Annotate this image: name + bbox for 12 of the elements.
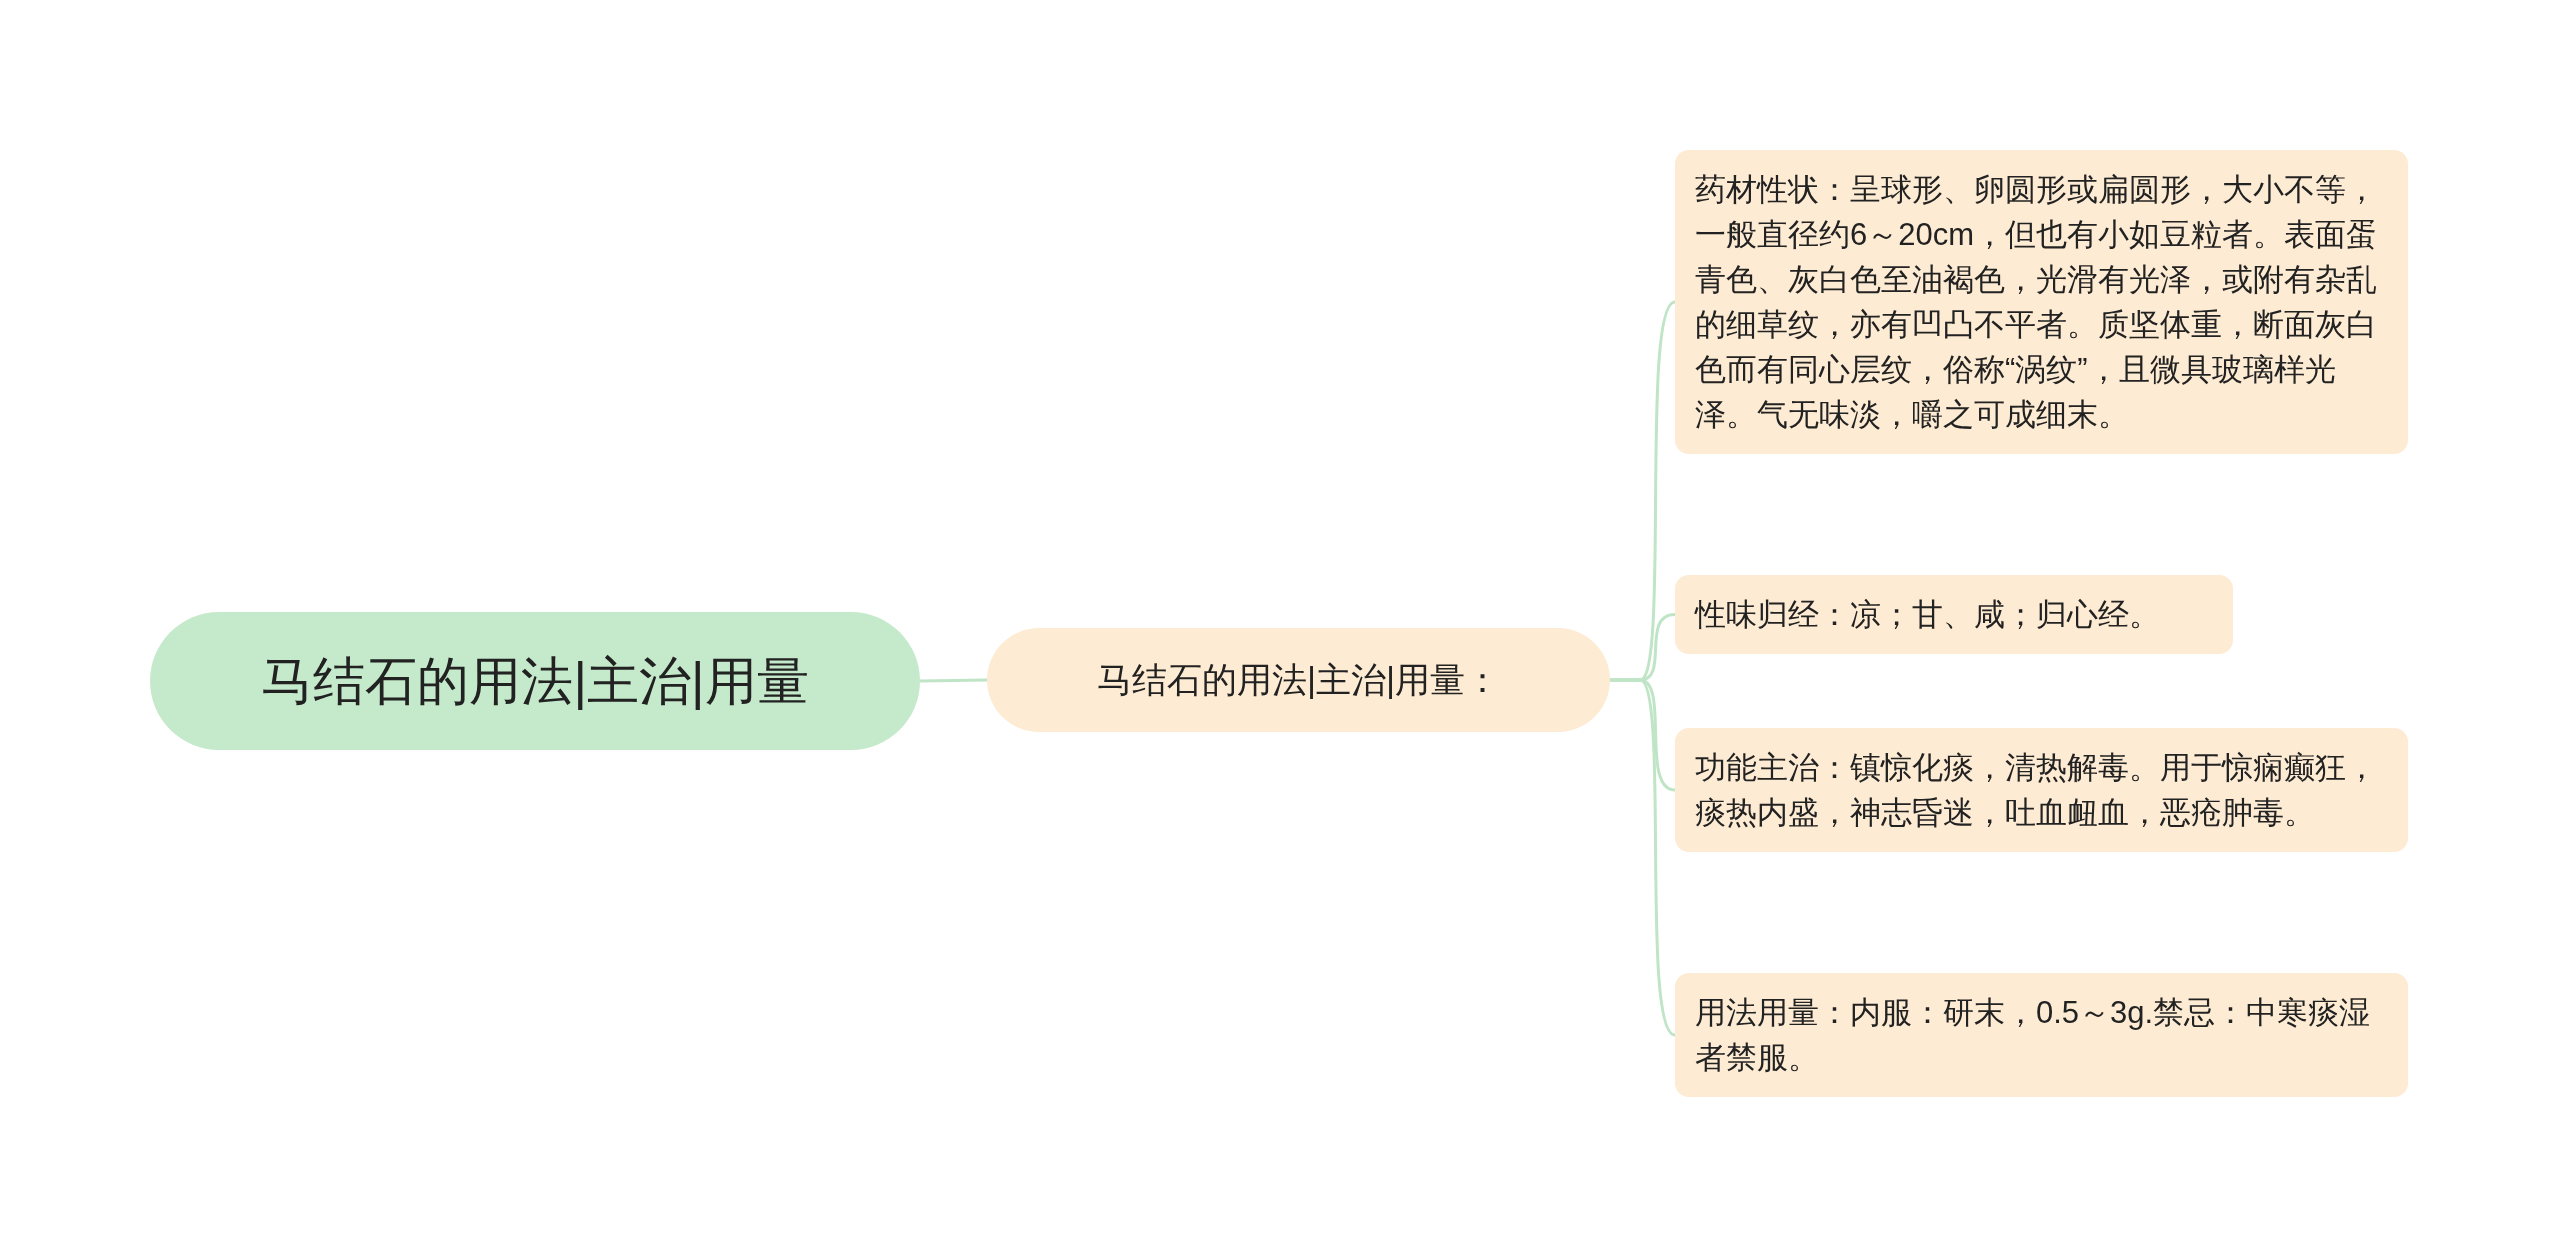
leaf-topic: [1675, 150, 2408, 454]
leaf-topic: [1675, 973, 2408, 1097]
topic-text: 药材性状：呈球形、卵圆形或扁圆形，大小不等，一般直径约6～20cm，但也有小如豆粒者。表面蛋青色、灰白色至油褐色，光滑有光泽，或附有杂乱的细草纹，亦有凹凸不平者。质坚体重，断面灰白色而有同心层纹，俗称“涡纹”，且微具玻璃样光泽。气无味淡，嚼之可成细末。: [1695, 171, 2379, 434]
topic-text: 用法用量：内服：研末，0.5～3g.禁忌：中寒痰湿者禁服。: [1695, 994, 2372, 1077]
topic-text: 性味归经：凉；甘、咸；归心经。: [1695, 596, 2161, 634]
topic-text: 马结石的用法|主治|用量：: [1096, 658, 1501, 701]
leaf-topic: [1675, 575, 2233, 654]
topic-text: 功能主治：镇惊化痰，清热解毒。用于惊痫癫狂，痰热内盛，神志昏迷，吐血衄血，恶疮肿毒。: [1695, 749, 2378, 832]
connector-line: [919, 678, 988, 683]
topic-text: 马结石的用法|主治|用量: [261, 651, 809, 712]
leaf-topic: [1675, 728, 2408, 852]
connector-line: [1610, 678, 1677, 1037]
